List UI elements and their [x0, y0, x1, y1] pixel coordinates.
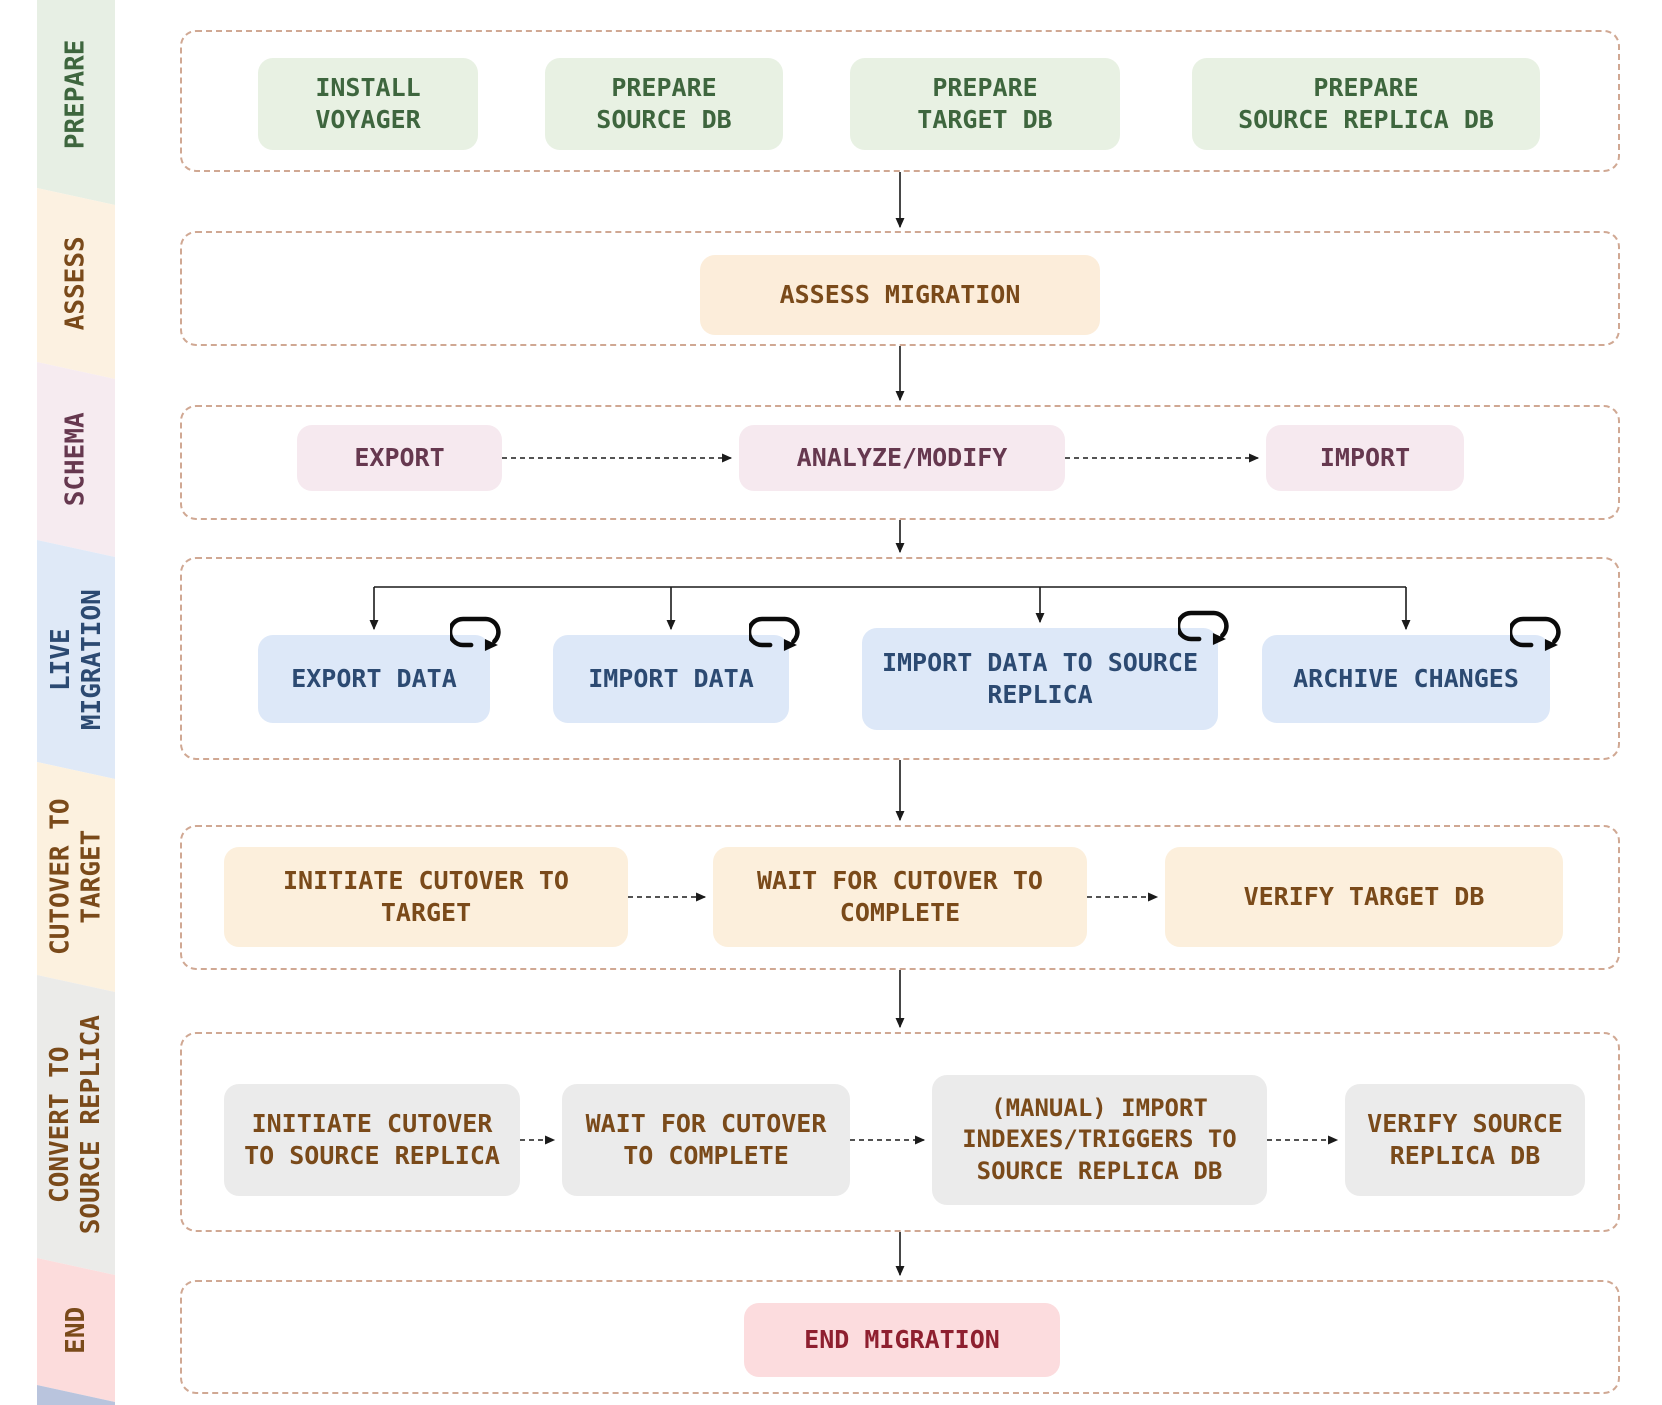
phase-band-prepare: PREPARE	[37, 0, 115, 205]
node-verify-target-db: VERIFY TARGET DB	[1165, 847, 1563, 947]
row-container-schema	[180, 405, 1620, 520]
phase-band-end: END	[37, 1258, 115, 1402]
row-container-assess	[180, 231, 1620, 346]
node-export-data: EXPORT DATA	[258, 635, 490, 723]
row-container-cutover-to-target	[180, 825, 1620, 970]
row-container-live-migration	[180, 557, 1620, 760]
phase-band-schema: SCHEMA	[37, 362, 115, 557]
loop-repeat-icon	[1510, 616, 1561, 652]
node-assess-migration: ASSESS MIGRATION	[700, 255, 1100, 335]
row-container-prepare	[180, 30, 1620, 172]
loop-repeat-icon	[1178, 610, 1229, 646]
loop-repeat-icon	[749, 616, 800, 652]
node-export-schema: EXPORT	[297, 425, 502, 491]
node-end-migration: END MIGRATION	[744, 1303, 1060, 1377]
node-archive-changes: ARCHIVE CHANGES	[1262, 635, 1550, 723]
row-container-end	[180, 1280, 1620, 1394]
loop-repeat-icon	[450, 616, 501, 652]
phase-label-schema: SCHEMA	[60, 412, 91, 507]
phase-label-prepare: PREPARE	[60, 39, 91, 149]
phase-label-assess: ASSESS	[60, 236, 91, 331]
node-analyze-modify-schema: ANALYZE/MODIFY	[739, 425, 1065, 491]
node-import-schema: IMPORT	[1266, 425, 1464, 491]
phase-band-assess: ASSESS	[37, 188, 115, 379]
row-container-convert-to-source-replica	[180, 1032, 1620, 1232]
phase-label-end: END	[60, 1306, 91, 1354]
node-import-data: IMPORT DATA	[553, 635, 789, 723]
